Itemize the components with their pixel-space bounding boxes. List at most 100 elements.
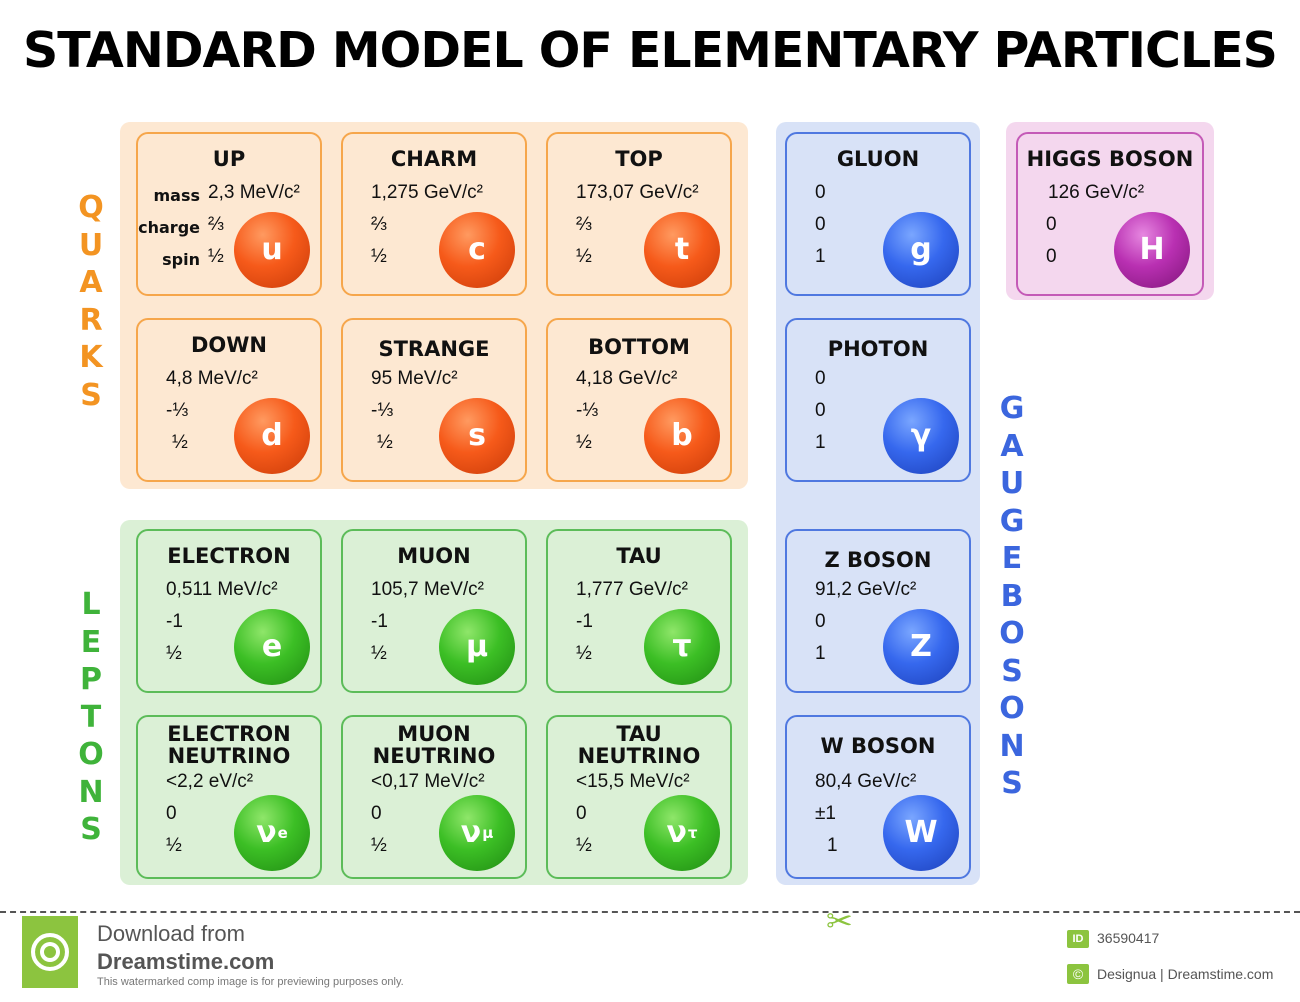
label-letter: L [81, 587, 101, 622]
particle-spin: ½ [576, 835, 592, 856]
label-letter: G [999, 503, 1025, 539]
particle-name: ELECTRON NEUTRINO [138, 723, 320, 767]
symbol-subscript: μ [482, 823, 494, 842]
particle-mass: <0,17 MeV/c² [371, 771, 485, 792]
download-site-link[interactable]: Dreamstime.com [97, 949, 275, 974]
particle-mass: <2,2 eV/c² [166, 771, 254, 792]
credit-text: Designua | Dreamstime.com [1097, 966, 1274, 982]
particle-name: DOWN [190, 333, 268, 357]
particle-card-bottom[interactable]: BOTTOM 4,18 GeV/c² -⅓ ½ b [546, 318, 732, 482]
particle-spin: ½ [576, 643, 592, 664]
symbol-subscript: τ [687, 823, 698, 842]
symbol-main: ν [460, 815, 482, 850]
particle-symbol: Z [883, 609, 959, 685]
particle-charge: ±1 [815, 803, 836, 824]
particle-symbol: u [234, 212, 310, 288]
particle-card-up[interactable]: UP mass charge spin 2,3 MeV/c² ⅔ ½ u [136, 132, 322, 296]
particle-name: HIGGS BOSON [1026, 147, 1194, 171]
particle-mass: 0,511 MeV/c² [166, 579, 278, 600]
particle-spin: ½ [371, 246, 387, 267]
particle-spin: 1 [815, 432, 826, 453]
particle-symbol: d [234, 398, 310, 474]
label-letter: O [999, 616, 1025, 651]
particle-charge: 0 [576, 803, 587, 824]
particle-name-line2: NEUTRINO [372, 744, 496, 768]
particle-mass: 95 MeV/c² [371, 368, 458, 389]
particle-card-top[interactable]: TOP 173,07 GeV/c² ⅔ ½ t [546, 132, 732, 296]
particle-mass: 105,7 MeV/c² [371, 579, 484, 600]
particle-card-higgs-boson[interactable]: HIGGS BOSON 126 GeV/c² 0 0 H [1016, 132, 1204, 296]
particle-symbol: H [1114, 212, 1190, 288]
particle-card-z-boson[interactable]: Z BOSON 91,2 GeV/c² 0 1 Z [785, 529, 971, 693]
download-from-text: Download from [97, 921, 245, 946]
label-letter: U [999, 466, 1025, 501]
label-letter: Q [78, 190, 104, 225]
particle-charge: 0 [815, 214, 826, 235]
symbol-subscript: e [277, 823, 288, 842]
particle-card-tau[interactable]: TAU 1,777 GeV/c² -1 ½ τ [546, 529, 732, 693]
particle-mass: <15,5 MeV/c² [576, 771, 690, 792]
particle-name: UP [212, 147, 246, 171]
particle-spin: ½ [371, 835, 387, 856]
label-letter: O [78, 737, 104, 772]
particle-charge: 0 [166, 803, 177, 824]
label-letter: O [999, 691, 1025, 726]
particle-card-w-boson[interactable]: W BOSON 80,4 GeV/c² ±1 1 W [785, 715, 971, 879]
particle-name: MUON NEUTRINO [343, 723, 525, 767]
label-letter: T [80, 699, 102, 735]
particle-charge: 0 [1046, 214, 1057, 235]
particle-name: Z BOSON [824, 548, 932, 572]
particle-charge: 0 [371, 803, 382, 824]
particle-name-line2: NEUTRINO [167, 744, 291, 768]
particle-card-down[interactable]: DOWN 4,8 MeV/c² -⅓ ½ d [136, 318, 322, 482]
label-letter: B [1000, 578, 1024, 614]
particle-card-muon[interactable]: MUON 105,7 MeV/c² -1 ½ μ [341, 529, 527, 693]
particle-spin: ½ [576, 246, 592, 267]
label-letter: P [80, 662, 102, 697]
particle-card-strange[interactable]: STRANGE 95 MeV/c² -⅓ ½ s [341, 318, 527, 482]
label-letter: N [999, 728, 1025, 764]
particle-mass: 0 [815, 182, 826, 203]
particle-mass: 1,777 GeV/c² [576, 579, 688, 600]
particle-name: CHARM [390, 147, 478, 171]
particle-mass: 0 [815, 368, 826, 389]
particle-charge: 0 [815, 400, 826, 421]
property-key-charge: charge [138, 218, 200, 237]
particle-symbol: μ [439, 609, 515, 685]
particle-spin: 1 [827, 835, 838, 856]
particle-mass: 80,4 GeV/c² [815, 771, 917, 792]
particle-symbol: γ [883, 398, 959, 474]
label-letter: A [79, 265, 103, 300]
particle-symbol: s [439, 398, 515, 474]
particle-charge: -⅓ [576, 400, 599, 421]
label-letter: R [79, 302, 103, 338]
label-letter: N [78, 774, 104, 810]
dreamstime-logo-icon [22, 916, 78, 988]
particle-card-photon[interactable]: PHOTON 0 0 1 γ [785, 318, 971, 482]
particle-mass: 2,3 MeV/c² [208, 182, 300, 203]
property-key-spin: spin [162, 250, 200, 269]
particle-card-gluon[interactable]: GLUON 0 0 1 g [785, 132, 971, 296]
particle-spin: ½ [166, 643, 182, 664]
particle-card-electron[interactable]: ELECTRON 0,511 MeV/c² -1 ½ e [136, 529, 322, 693]
particle-name: STRANGE [378, 337, 490, 361]
particle-spin: ½ [377, 432, 393, 453]
label-letter: G [999, 391, 1025, 426]
particle-name-line1: TAU [616, 722, 662, 746]
particle-symbol: W [883, 795, 959, 871]
particle-charge: -1 [166, 611, 183, 632]
particle-symbol: b [644, 398, 720, 474]
particle-name: BOTTOM [588, 335, 690, 359]
particle-charge: -1 [371, 611, 388, 632]
symbol-main: ν [256, 815, 277, 850]
watermark-note: This watermarked comp image is for previ… [97, 976, 404, 988]
particle-name: TAU NEUTRINO [548, 723, 730, 767]
particle-name: TOP [615, 147, 663, 171]
particle-card-charm[interactable]: CHARM 1,275 GeV/c² ⅔ ½ c [341, 132, 527, 296]
